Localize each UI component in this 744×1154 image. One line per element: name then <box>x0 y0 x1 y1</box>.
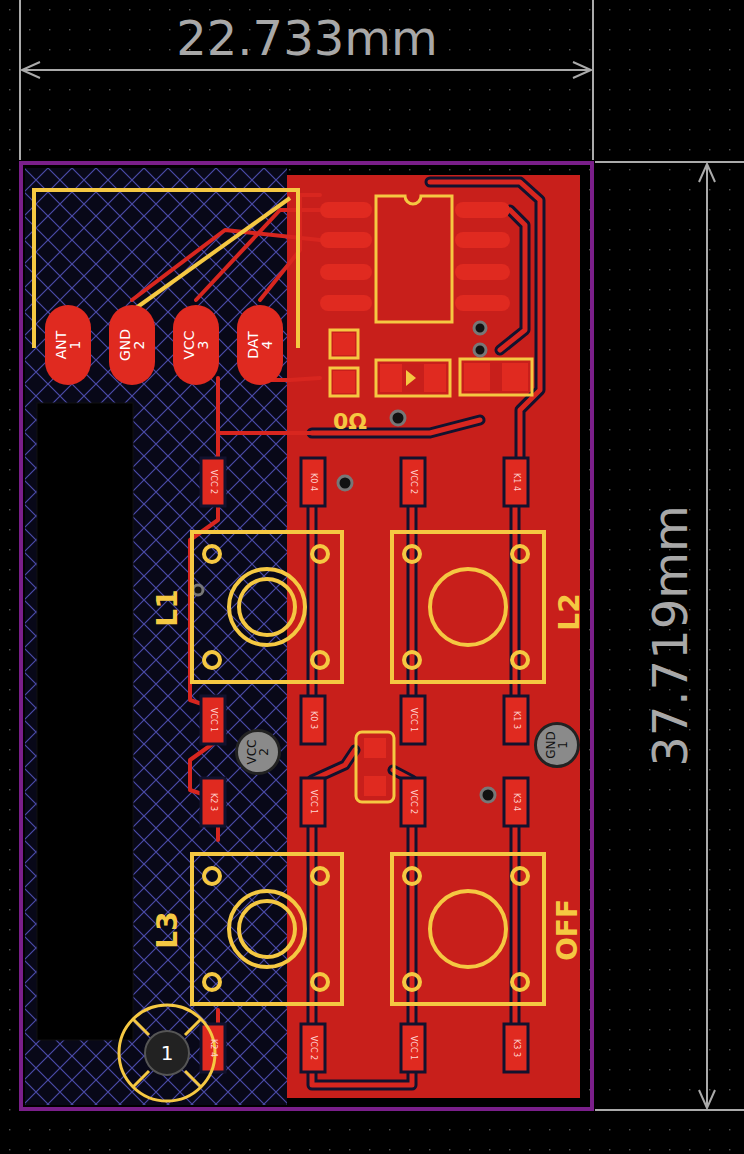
pad-label: 1 <box>68 341 82 350</box>
switch-footprints <box>192 532 544 1004</box>
pad-label: GND <box>545 731 557 759</box>
pad-label: 2 <box>132 341 146 350</box>
connector-pad: 3VCC <box>173 305 219 385</box>
switch-label: OFF <box>554 899 582 961</box>
test-point: 1GND <box>534 722 580 768</box>
mounting-hole-pad: 1 <box>144 1030 190 1076</box>
dimension-lines <box>20 0 744 1110</box>
pad-pin-label: VCC 2 <box>309 1036 317 1060</box>
board-outline <box>21 163 592 1109</box>
copper-pour <box>287 175 580 1098</box>
pad-label: 2 <box>258 748 270 756</box>
keepout-hatch <box>25 168 287 1105</box>
connector-pad: 1ANT <box>45 305 91 385</box>
test-point: 2VCC <box>235 729 281 775</box>
pad-label: DAT <box>246 331 260 359</box>
switch-label: L3 <box>154 911 182 948</box>
pad-pin-label: K3 4 <box>512 793 520 811</box>
pad-label: VCC <box>246 740 258 765</box>
pad-pin-label: K1 4 <box>512 473 520 491</box>
pad-pin-label: K0 4 <box>309 473 317 491</box>
switch-label: L2 <box>556 593 584 630</box>
pad-pin-label: VCC 2 <box>409 790 417 814</box>
pad-label: 3 <box>196 341 210 350</box>
keepout-zone <box>25 168 287 1105</box>
connector-pad: 4DAT <box>237 305 283 385</box>
pad-pin-label: VCC 1 <box>409 708 417 732</box>
dimension-text: 22.733mm <box>176 14 437 62</box>
pad-pin-label: K2 4 <box>209 1039 217 1057</box>
switch-label: L1 <box>154 589 182 626</box>
pad-label: 1 <box>161 1043 174 1063</box>
pad-label: ANT <box>54 331 68 360</box>
dimension-text: 37.719mm <box>646 505 694 766</box>
pad-pin-label: K2 3 <box>209 793 217 811</box>
pad-label: GND <box>118 329 132 361</box>
resistor-pads <box>201 458 528 1072</box>
pad-pin-label: VCC 2 <box>409 470 417 494</box>
mounting-hole <box>119 1005 215 1101</box>
pad-pin-label: VCC 1 <box>309 790 317 814</box>
pad-pin-label: VCC 2 <box>209 470 217 494</box>
pad-pin-label: VCC 1 <box>409 1036 417 1060</box>
connector-pad: 2GND <box>109 305 155 385</box>
value-label: 0Ω <box>333 411 367 433</box>
pad-label: 4 <box>260 341 274 350</box>
pad-pin-label: K1 3 <box>512 711 520 729</box>
vias <box>193 322 495 802</box>
antenna-block <box>37 403 133 1040</box>
center-part <box>356 732 394 802</box>
traces <box>132 182 540 1085</box>
small-parts <box>330 330 532 396</box>
pad-pin-label: K0 3 <box>309 711 317 729</box>
pad-label: VCC <box>182 330 196 359</box>
pad-pin-label: VCC 1 <box>209 708 217 732</box>
pad-pin-label: K3 3 <box>512 1039 520 1057</box>
ic-footprint <box>320 196 510 322</box>
pad-label: 1 <box>557 741 569 749</box>
